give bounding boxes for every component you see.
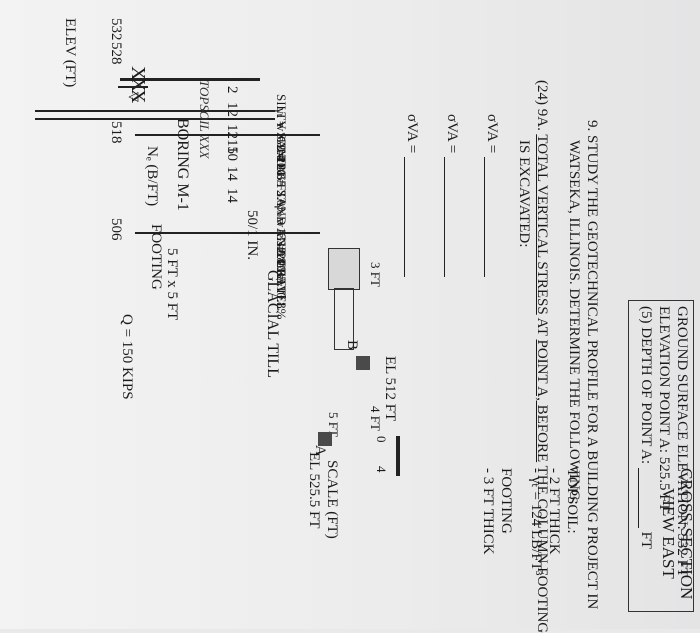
depth-a-answer-blank[interactable] xyxy=(638,467,651,528)
footing-note-title: FOOTING xyxy=(498,468,514,534)
footing-dim-3ft: 3 FT xyxy=(368,262,383,287)
question-24-prefix: (24) 9A. xyxy=(534,80,550,131)
sigma-va-row-2: σVA = xyxy=(444,114,460,277)
info-depth-a-label: (5) DEPTH OF POINT A: xyxy=(638,306,654,465)
elev-tick-528: 528 xyxy=(108,42,124,65)
boring-line-right xyxy=(35,118,275,120)
topsoil-handwritten: TOPSOIL XXX xyxy=(197,80,212,159)
info-point-a-elev: ELEVATION POINT A: 525.5 FT xyxy=(656,306,672,512)
blow-count-8: 50/1 IN. xyxy=(244,210,260,260)
footing-block xyxy=(328,248,360,290)
info-depth-a-unit: FT xyxy=(638,531,654,550)
question-24-mid: AT xyxy=(534,317,550,336)
sigma-va-answer-2[interactable] xyxy=(444,156,457,277)
sigma-va-label-1: σVA = xyxy=(484,114,500,154)
sigma-va-row-1: σVA = xyxy=(484,114,500,277)
nc-label: Nₑ (B/FT) xyxy=(144,146,160,207)
blow-count-6: 14 xyxy=(224,166,240,181)
elev-tick-532: 532 xyxy=(108,18,124,41)
scale-bar xyxy=(396,436,400,476)
footing-note-thick: - 3 FT THICK xyxy=(480,468,496,555)
question-24-underline2: POINT A, BEFORE xyxy=(534,339,550,463)
scale-zero: 0 xyxy=(374,436,389,443)
water-table-icon: ▽ xyxy=(127,92,142,102)
blow-count-2: 12 xyxy=(224,102,240,117)
sigma-va-answer-3[interactable] xyxy=(404,156,417,277)
scale-label: SCALE (FT) xyxy=(324,460,340,539)
point-a-marker xyxy=(318,432,332,446)
scale-four: 4 xyxy=(374,466,389,473)
glacial-till-label: GLACIAL TILL xyxy=(264,270,281,378)
blow-count-1: 2 xyxy=(224,86,240,94)
info-depth-a: (5) DEPTH OF POINT A: FT xyxy=(638,306,654,549)
info-ground-elev: GROUND SURFACE ELEVATION: 532 FT xyxy=(674,306,690,578)
question-24-underline1: TOTAL VERTICAL STRESS xyxy=(534,134,550,315)
point-b-elev: EL 512 FT xyxy=(382,356,398,422)
sigma-va-label-3: σVA = xyxy=(404,114,420,154)
question-9-line1: 9. STUDY THE GEOTECHNICAL PROFILE FOR A … xyxy=(584,120,600,610)
sigma-va-label-2: σVA = xyxy=(444,114,460,154)
sigma-va-row-3: σVA = xyxy=(404,114,420,277)
blow-count-5: 10 xyxy=(224,146,240,161)
footing-size: 5 FT x 5 FT xyxy=(164,248,180,321)
footing-load: Q = 150 KIPS xyxy=(119,314,135,400)
water-table-line xyxy=(118,86,148,88)
footing-dim-4ft: 4 FT xyxy=(368,406,383,431)
sigma-va-answer-1[interactable] xyxy=(484,156,497,277)
point-b-label: B xyxy=(344,340,360,351)
blow-count-7: 14 xyxy=(224,188,240,203)
point-a-elev: EL 525.5 FT xyxy=(306,452,322,529)
point-b-marker xyxy=(356,356,370,370)
question-24-line1: (24) 9A. TOTAL VERTICAL STRESS AT POINT … xyxy=(534,80,550,633)
question-9-line2: WATSEKA, ILLINOIS. DETERMINE THE FOLLOWI… xyxy=(566,140,582,505)
blow-count-3: 12 xyxy=(224,124,240,139)
question-24-line2: IS EXCAVATED: xyxy=(516,140,532,248)
elev-axis-label: ELEV (FT) xyxy=(62,18,78,88)
elev-tick-518: 518 xyxy=(108,121,124,144)
question-24-rest: THE COLUMN FOOTING xyxy=(534,465,550,633)
boring-name: BORING M-1 xyxy=(174,118,191,211)
footing-label: FOOTING xyxy=(148,224,164,290)
elev-tick-506: 506 xyxy=(108,218,124,241)
